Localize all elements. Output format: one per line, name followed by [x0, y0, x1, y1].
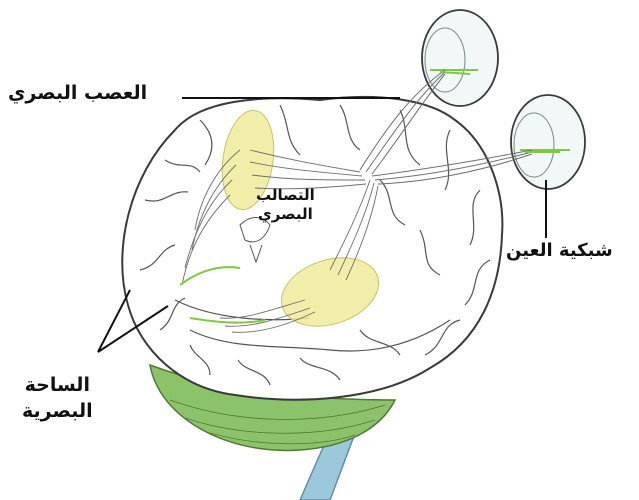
retina-label: شبكية العين — [506, 240, 613, 261]
optic-nerve-label: العصب البصري — [8, 82, 147, 104]
visual-cortex-label: الساحة البصرية — [22, 372, 93, 424]
left-eye — [422, 10, 498, 106]
right-eye — [511, 95, 585, 189]
optic-chiasm-label-line2: البصري — [256, 205, 315, 224]
optic-chiasm-label-line1: التصالب — [256, 186, 315, 205]
optic-chiasm-label: التصالب البصري — [256, 186, 315, 224]
visual-cortex-label-line2: البصرية — [22, 398, 93, 424]
visual-cortex-label-line1: الساحة — [22, 372, 93, 398]
brain-outline — [122, 97, 502, 400]
